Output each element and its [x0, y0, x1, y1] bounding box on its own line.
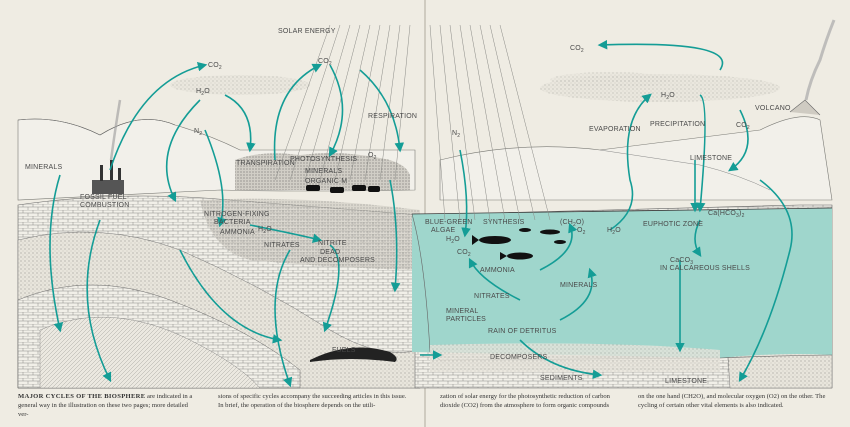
volcano-smoke [804, 19, 836, 101]
fossil-fuel-deposit [310, 347, 397, 362]
arrow-minerals-down [49, 174, 64, 333]
label-euphotic-zone: EUPHOTIC ZONE [643, 221, 703, 228]
label-algae: ALGAE [431, 227, 455, 234]
arrow-dead-fuels [322, 244, 340, 333]
arrow-rain-detritus [559, 267, 597, 321]
label-minerals-sea: MINERALS [560, 282, 598, 289]
label-decomposers-left: AND DECOMPOSERS [300, 257, 375, 264]
arrow-minerals-synthesis [539, 222, 578, 271]
sea-surface [411, 207, 833, 215]
arrow-co2-down [328, 64, 344, 158]
label-h2o-sea: H2O [446, 236, 460, 245]
label-respiration: RESPIRATION [368, 113, 417, 120]
label-transpiration: TRANSPIRATION [236, 160, 295, 167]
label-blue-green: BLUE-GREEN [425, 219, 473, 226]
cycle-arrows [49, 39, 793, 388]
label-decomposers-sea: DECOMPOSERS [490, 354, 548, 361]
arrow-h2o-left [165, 99, 201, 203]
label-fuels: FUELS [332, 347, 356, 354]
soil-layer [200, 198, 420, 270]
label-ch2o: (CH2O) [560, 219, 584, 228]
arrow-bicarbonate [692, 219, 702, 257]
label-fossil-fuel: FOSSIL FUEL [80, 194, 127, 201]
clouds [170, 72, 780, 102]
label-minerals-left: MINERALS [25, 164, 63, 171]
solar-rays [274, 24, 551, 221]
label-combustion: COMBUSTION [80, 202, 129, 209]
label-mineral-particles-2: PARTICLES [446, 316, 486, 323]
label-co2-center: CO2 [318, 58, 332, 67]
label-nitrates-left: NITRATES [264, 242, 300, 249]
caption-column-1: MAJOR CYCLES OF THE BIOSPHERE are indica… [18, 393, 193, 418]
label-limestone-top: LIMESTONE [690, 155, 732, 162]
label-minerals-center: MINERALS [305, 168, 343, 175]
label-sediments: SEDIMENTS [540, 375, 583, 382]
power-plant [92, 99, 124, 194]
label-calcareous: IN CALCAREOUS SHELLS [660, 265, 750, 272]
label-bacteria: BACTERIA [214, 219, 251, 226]
vegetation-canopy [235, 153, 410, 190]
sea [412, 208, 832, 358]
label-ca-hco3: Ca(HCO3)2 [708, 210, 745, 219]
label-synthesis: SYNTHESIS [483, 219, 525, 226]
fish-group [472, 228, 566, 260]
volcano-cone [789, 99, 821, 116]
label-h2o-sea2: H2O [607, 227, 621, 236]
arrow-ammonia-nitrates [249, 224, 323, 243]
label-caco3: CaCO3 [670, 257, 693, 266]
diagram-labels: SOLAR ENERGY CO2 CO2 CO2 CO2 CO2 H2O H2O… [25, 28, 791, 385]
arrow-precipitation [695, 94, 706, 213]
arrow-combustion-co2 [109, 61, 208, 171]
arrow-respiration [359, 69, 405, 153]
arrow-volcano-limestone [728, 109, 749, 172]
label-organic: ORGANIC M [305, 178, 347, 185]
label-n2-left: N2 [194, 128, 202, 137]
label-dead: DEAD [320, 249, 340, 256]
arrow-transpiration [273, 63, 323, 161]
label-o2-sea: O2 [577, 227, 586, 236]
label-rain-detritus: RAIN OF DETRITUS [488, 328, 557, 335]
arrow-h2o-rain [224, 94, 256, 153]
label-h2o-left: H2O [196, 88, 210, 97]
label-photosynthesis: PHOTOSYNTHESIS [290, 156, 357, 163]
label-co2-water: CO2 [457, 249, 471, 258]
label-co2-left: CO2 [208, 62, 222, 71]
arrow-bacteria [179, 249, 283, 344]
label-volcano: VOLCANO [755, 105, 791, 112]
label-solar-energy: SOLAR ENERGY [278, 28, 336, 35]
arrow-nitrates-algae [468, 257, 521, 301]
label-mineral-particles-1: MINERAL [446, 308, 479, 315]
label-co2-volcano: CO2 [736, 122, 750, 131]
label-nitrates-sea: NITRATES [474, 293, 510, 300]
label-h2o-soil: H2O [258, 226, 272, 235]
label-co2-top-right: CO2 [570, 45, 584, 54]
arrow-decomposers [519, 339, 603, 380]
label-n2-right: N2 [452, 130, 460, 139]
arrow-fuel-up [86, 219, 112, 383]
arrow-volcano-co2 [597, 39, 724, 71]
sediment-layer [430, 343, 720, 372]
label-ammonia-sea: AMMONIA [480, 267, 515, 274]
label-h2o-right: H2O [661, 92, 675, 101]
label-limestone-bottom: LIMESTONE [665, 378, 707, 385]
label-nitrogen-fixing: NITROGEN-FIXING [204, 211, 270, 218]
label-nitrite: NITRITE [318, 240, 347, 247]
label-ammonia-left: AMMONIA [220, 229, 255, 236]
caption-column-2: sions of specific cycles accompany the s… [218, 393, 407, 409]
label-o2-land: O2 [368, 152, 377, 161]
caption-column-4: on the one hand (CH2O), and molecular ox… [638, 393, 826, 409]
label-precipitation: PRECIPITATION [650, 121, 705, 128]
arrow-n2-sea [459, 149, 471, 238]
cattle-group [306, 185, 380, 193]
arrow-deep-left [274, 249, 293, 388]
arrow-n2-fix [204, 129, 227, 228]
caption-column-3: zation of solar energy for the photosynt… [440, 393, 610, 409]
arrow-organic-down [389, 179, 401, 293]
arrow-limestone-deep [738, 179, 793, 383]
arrow-evaporation [609, 93, 652, 231]
label-evaporation: EVAPORATION [589, 126, 641, 133]
